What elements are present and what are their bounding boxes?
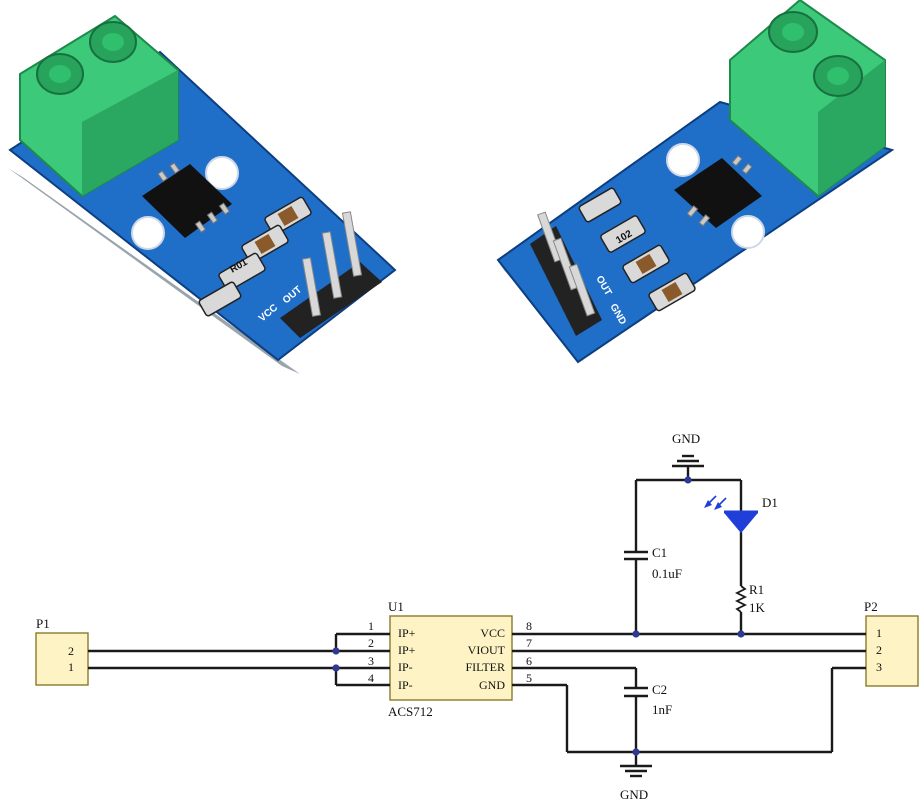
mounting-hole bbox=[131, 216, 165, 250]
resistor-r1 bbox=[734, 585, 748, 613]
left-pin-header bbox=[280, 211, 382, 338]
capacitor-c2 bbox=[624, 686, 648, 698]
u1-pin-name-1: IP+ bbox=[398, 626, 416, 640]
u1-part: ACS712 bbox=[388, 704, 433, 719]
mounting-hole bbox=[205, 156, 239, 190]
junction-dot bbox=[332, 647, 340, 655]
d1-ref: D1 bbox=[762, 495, 778, 510]
output-wires bbox=[512, 466, 866, 766]
u1-pin-num-1: 1 bbox=[368, 619, 374, 633]
u1-pin-num-7: 7 bbox=[526, 636, 532, 650]
junction-dot bbox=[684, 476, 692, 484]
junction-dot bbox=[737, 630, 745, 638]
p1-pin-2: 2 bbox=[68, 644, 74, 658]
right-module-board: 102 GND OUT bbox=[496, 0, 895, 364]
gnd-bottom-label: GND bbox=[620, 787, 648, 802]
c1-ref: C1 bbox=[652, 545, 667, 560]
mounting-hole bbox=[731, 215, 765, 249]
junction-dot bbox=[332, 664, 340, 672]
p2-label: P2 bbox=[864, 599, 878, 614]
r1-value: 1K bbox=[749, 600, 766, 615]
input-wires bbox=[88, 632, 390, 687]
capacitor-c1 bbox=[624, 550, 648, 561]
u1-pin-num-6: 6 bbox=[526, 654, 532, 668]
u1-pin-num-3: 3 bbox=[368, 654, 374, 668]
p1-label: P1 bbox=[36, 616, 50, 631]
smd-led bbox=[198, 281, 242, 317]
left-chip bbox=[142, 162, 232, 238]
c2-value: 1nF bbox=[652, 702, 672, 717]
p2-pin-1: 1 bbox=[876, 626, 882, 640]
right-terminal-block bbox=[729, 0, 886, 198]
junction-dot bbox=[632, 630, 640, 638]
r1-ref: R1 bbox=[749, 582, 764, 597]
left-module-board: R01 VCC OUT bbox=[8, 14, 397, 374]
u1-pin-num-8: 8 bbox=[526, 619, 532, 633]
u1-pin-name-5: GND bbox=[479, 678, 505, 692]
mounting-hole bbox=[666, 143, 700, 177]
right-chip bbox=[674, 154, 762, 228]
u1-pin-name-3: IP- bbox=[398, 660, 413, 674]
right-pin-header bbox=[530, 211, 602, 336]
u1-pin-num-4: 4 bbox=[368, 671, 374, 685]
u1-pin-name-7: VIOUT bbox=[468, 643, 506, 657]
u1-pin-name-2: IP+ bbox=[398, 643, 416, 657]
u1-pin-name-6: FILTER bbox=[465, 660, 505, 674]
p1-connector bbox=[35, 632, 89, 686]
ground-symbol-bottom bbox=[620, 764, 652, 778]
smd-resistor-r01 bbox=[218, 252, 266, 292]
p2-pin-2: 2 bbox=[876, 643, 882, 657]
p2-connector bbox=[865, 615, 919, 687]
left-terminal-block bbox=[19, 14, 179, 198]
u1-pin-name-8: VCC bbox=[480, 626, 505, 640]
gnd-top-label: GND bbox=[672, 431, 700, 446]
u1-pin-num-5: 5 bbox=[526, 671, 532, 685]
smd-resistor-102 bbox=[600, 215, 646, 253]
c2-ref: C2 bbox=[652, 682, 667, 697]
u1-ic bbox=[389, 615, 513, 701]
u1-pin-num-2: 2 bbox=[368, 636, 374, 650]
led-d1 bbox=[704, 495, 758, 534]
u1-ref: U1 bbox=[388, 599, 404, 614]
ground-symbol-top bbox=[672, 454, 704, 468]
p2-pin-3: 3 bbox=[876, 660, 882, 674]
junction-dot bbox=[632, 748, 640, 756]
p1-pin-1: 1 bbox=[68, 660, 74, 674]
c1-value: 0.1uF bbox=[652, 566, 682, 581]
smd-led bbox=[578, 187, 622, 223]
u1-pin-name-4: IP- bbox=[398, 678, 413, 692]
